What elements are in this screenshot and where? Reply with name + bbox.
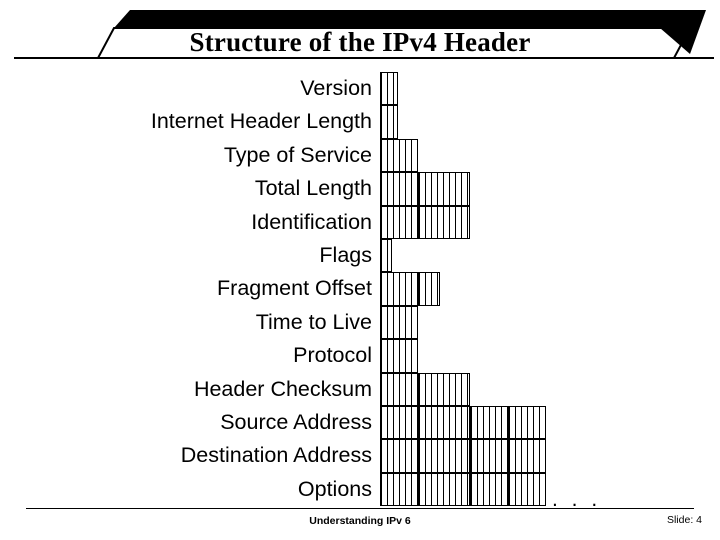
field-label: Identification [251, 209, 372, 234]
field-label: Protocol [293, 343, 372, 368]
bar-segment [418, 272, 440, 306]
bar-segment [380, 138, 418, 173]
continuation-ellipsis: . . . [552, 488, 602, 511]
bar-row [380, 272, 440, 306]
bar-row [380, 172, 470, 206]
field-label: Header Checksum [193, 376, 372, 401]
bar-segment [380, 172, 418, 206]
bar-row [380, 138, 418, 173]
bar-segment [470, 439, 508, 473]
bar-segment [380, 472, 418, 507]
field-label: Total Length [254, 176, 372, 201]
bar-row [380, 305, 418, 340]
field-label: Flags [319, 243, 372, 268]
field-label: Time to Live [255, 309, 372, 334]
field-label: Internet Header Length [150, 109, 372, 134]
bar-segment [380, 239, 392, 273]
bar-segment [380, 406, 418, 440]
bar-row [380, 239, 392, 273]
title-banner: Structure of the IPv4 Header [0, 6, 720, 64]
bar-row [380, 339, 418, 373]
bar-segment [508, 406, 546, 440]
footer-title: Understanding IPv 6 [309, 515, 411, 527]
bar-segment [380, 305, 418, 340]
bar-row [380, 72, 398, 106]
field-label: Options [297, 476, 372, 501]
bar-row [380, 439, 546, 473]
field-label: Type of Service [223, 142, 372, 167]
bar-segment [508, 472, 546, 507]
header-bar-diagram [380, 72, 630, 507]
bar-segment [418, 172, 470, 206]
bar-segment [418, 406, 470, 440]
bar-segment [470, 406, 508, 440]
bar-segment [418, 372, 470, 406]
slide-number: Slide: 4 [666, 514, 702, 526]
field-label: Fragment Offset [217, 276, 372, 301]
bar-segment [380, 272, 418, 306]
field-label: Destination Address [180, 443, 372, 468]
title-banner-shape [14, 10, 714, 59]
bar-row [380, 105, 398, 139]
header-field-labels: Version Internet Header Length Type of S… [20, 72, 372, 506]
bar-segment [418, 205, 470, 239]
bar-segment [380, 339, 418, 373]
bar-row [380, 205, 470, 239]
field-label: Source Address [220, 410, 372, 435]
bar-segment [380, 205, 418, 239]
bar-segment [380, 372, 418, 406]
page-title: Structure of the IPv4 Header [189, 27, 531, 57]
bar-row [380, 406, 546, 440]
bar-segment [380, 439, 418, 473]
bar-row [380, 372, 470, 406]
footer-divider [26, 508, 694, 509]
bar-segment [508, 439, 546, 473]
bar-row [380, 472, 546, 507]
bar-segment [380, 105, 398, 139]
bar-segment [418, 439, 470, 473]
bar-segment [380, 72, 398, 106]
bar-segment [470, 472, 508, 507]
bar-segment [418, 472, 470, 507]
field-label: Version [300, 76, 372, 100]
